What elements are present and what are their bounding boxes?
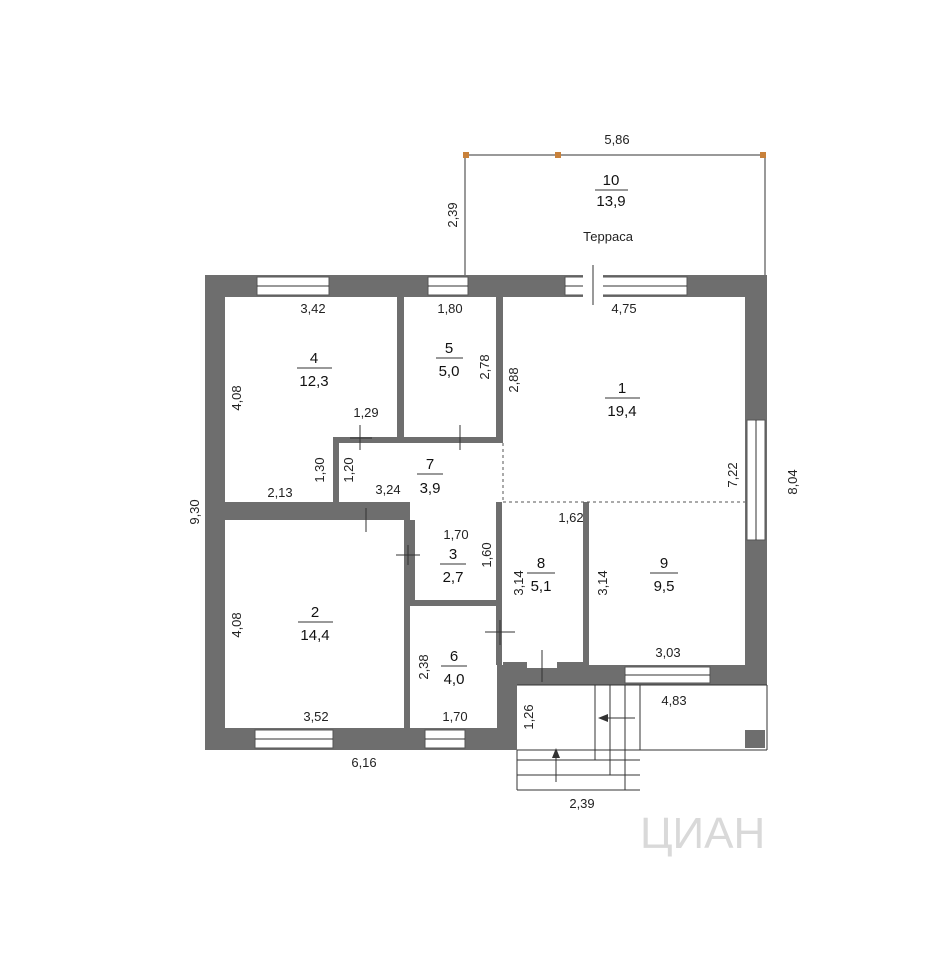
- room-number: 5: [445, 340, 453, 357]
- room-area: 5,1: [531, 578, 552, 595]
- room-number: 2: [311, 604, 319, 621]
- room-area: 4,0: [444, 671, 465, 688]
- dimension-label: 1,70: [442, 709, 467, 724]
- dimension-label: 3,42: [300, 301, 325, 316]
- dimension-label: 2,13: [267, 485, 292, 500]
- room-area: 9,5: [654, 578, 675, 595]
- dimension-label: 1,20: [341, 457, 356, 482]
- dimension-label: 1,62: [558, 510, 583, 525]
- room-area: 13,9: [596, 193, 625, 210]
- dimension-label: 3,14: [595, 570, 610, 595]
- arrow-head-icon: [552, 748, 560, 758]
- dimension-label: 2,78: [477, 354, 492, 379]
- dimension-label: 7,22: [725, 462, 740, 487]
- room-area: 5,0: [439, 363, 460, 380]
- arrow-head-icon: [598, 714, 608, 722]
- post-marker: [760, 152, 766, 158]
- dimension-labels: 5,86 3,42 1,80 4,75 1,29 2,13 3,24 1,62 …: [187, 132, 800, 811]
- room-number: 10: [603, 172, 620, 189]
- room-number: 4: [310, 350, 318, 367]
- dimension-label: 8,04: [785, 469, 800, 494]
- dimension-label: 4,83: [661, 693, 686, 708]
- interior-walls: [225, 297, 589, 728]
- porch-stairs: [516, 684, 768, 791]
- room-area: 2,7: [443, 569, 464, 586]
- room-labels: 10 13,9 Терраса 1 19,4 2 14,4 3 2,7 4 12…: [297, 172, 678, 688]
- dimension-label: 2,88: [506, 367, 521, 392]
- room-number: 1: [618, 380, 626, 397]
- room-area: 14,4: [300, 627, 329, 644]
- dimension-label: 1,26: [521, 704, 536, 729]
- dimension-label: 1,30: [312, 457, 327, 482]
- dimension-label: 2,39: [569, 796, 594, 811]
- dimension-label: 4,08: [229, 385, 244, 410]
- room-number: 9: [660, 555, 668, 572]
- room-area: 12,3: [299, 373, 328, 390]
- watermark-logo: ЦИАН: [640, 809, 765, 858]
- post-marker: [463, 152, 469, 158]
- dimension-label: 4,75: [611, 301, 636, 316]
- dimension-label: 2,39: [445, 202, 460, 227]
- dimension-label: 4,08: [229, 612, 244, 637]
- dimension-label: 1,70: [443, 527, 468, 542]
- dimension-label: 1,60: [479, 542, 494, 567]
- dimension-label: 3,24: [375, 482, 400, 497]
- dimension-label: 6,16: [351, 755, 376, 770]
- dimension-label: 5,86: [604, 132, 629, 147]
- dimension-label: 2,38: [416, 654, 431, 679]
- terrace: [463, 152, 766, 275]
- post-marker: [555, 152, 561, 158]
- dimension-label: 9,30: [187, 499, 202, 524]
- terrace-label: Терраса: [583, 229, 634, 244]
- dimension-label: 1,29: [353, 405, 378, 420]
- room-number: 3: [449, 546, 457, 563]
- room-number: 8: [537, 555, 545, 572]
- dimension-label: 3,14: [511, 570, 526, 595]
- room-area: 19,4: [607, 403, 636, 420]
- room-number: 6: [450, 648, 458, 665]
- room-area: 3,9: [420, 480, 441, 497]
- room-number: 7: [426, 456, 434, 473]
- dimension-label: 1,80: [437, 301, 462, 316]
- dimension-label: 3,52: [303, 709, 328, 724]
- door-markers: [350, 265, 603, 682]
- dimension-label: 3,03: [655, 645, 680, 660]
